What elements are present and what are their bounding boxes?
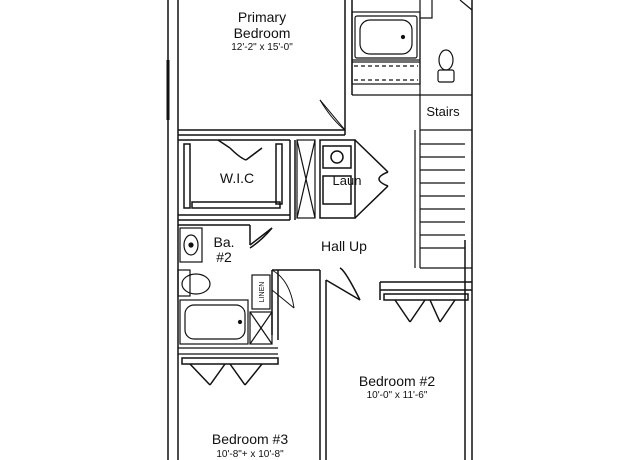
- stairs: [414, 95, 472, 269]
- closet-shelves: [296, 139, 316, 219]
- bedroom-3-walls: [181, 357, 279, 386]
- linen-label: LINEN: [259, 282, 266, 303]
- bedroom-3-dimensions: 10'-8"+ x 10'-8": [216, 449, 284, 460]
- room-labels: Primary Bedroom 12'-2" x 15'-0" Stairs W…: [212, 9, 460, 460]
- primary-door[interactable]: [319, 99, 346, 131]
- hall-walls: [178, 224, 361, 460]
- primary-bedroom-name-1: Primary: [238, 9, 286, 25]
- bath-2: [177, 227, 278, 355]
- bedroom-2-walls: [379, 281, 472, 323]
- toilet-icon: [437, 49, 455, 83]
- primary-bath: [351, 0, 473, 96]
- bath-2-name-2: #2: [216, 249, 232, 265]
- primary-bedroom-dimensions: 12'-2" x 15'-0": [231, 42, 293, 53]
- exterior-walls: [166, 0, 473, 460]
- laundry-walls: [319, 139, 389, 219]
- bedroom-2-dimensions: 10'-0" x 11'-6": [367, 390, 428, 401]
- bedroom-2-name: Bedroom #2: [359, 373, 435, 389]
- bedroom-3-name: Bedroom #3: [212, 431, 288, 447]
- bath-2-door[interactable]: [271, 269, 295, 309]
- wic-label: W.I.C: [220, 170, 254, 186]
- primary-bedroom-name-2: Bedroom: [234, 25, 291, 41]
- hall-label: Hall Up: [321, 238, 367, 254]
- stairs-label: Stairs: [426, 104, 460, 119]
- bath-2-name-1: Ba.: [213, 234, 234, 250]
- wic-walls: [178, 139, 296, 221]
- laundry-label: Laun: [333, 173, 362, 188]
- linen-closet: [251, 274, 271, 310]
